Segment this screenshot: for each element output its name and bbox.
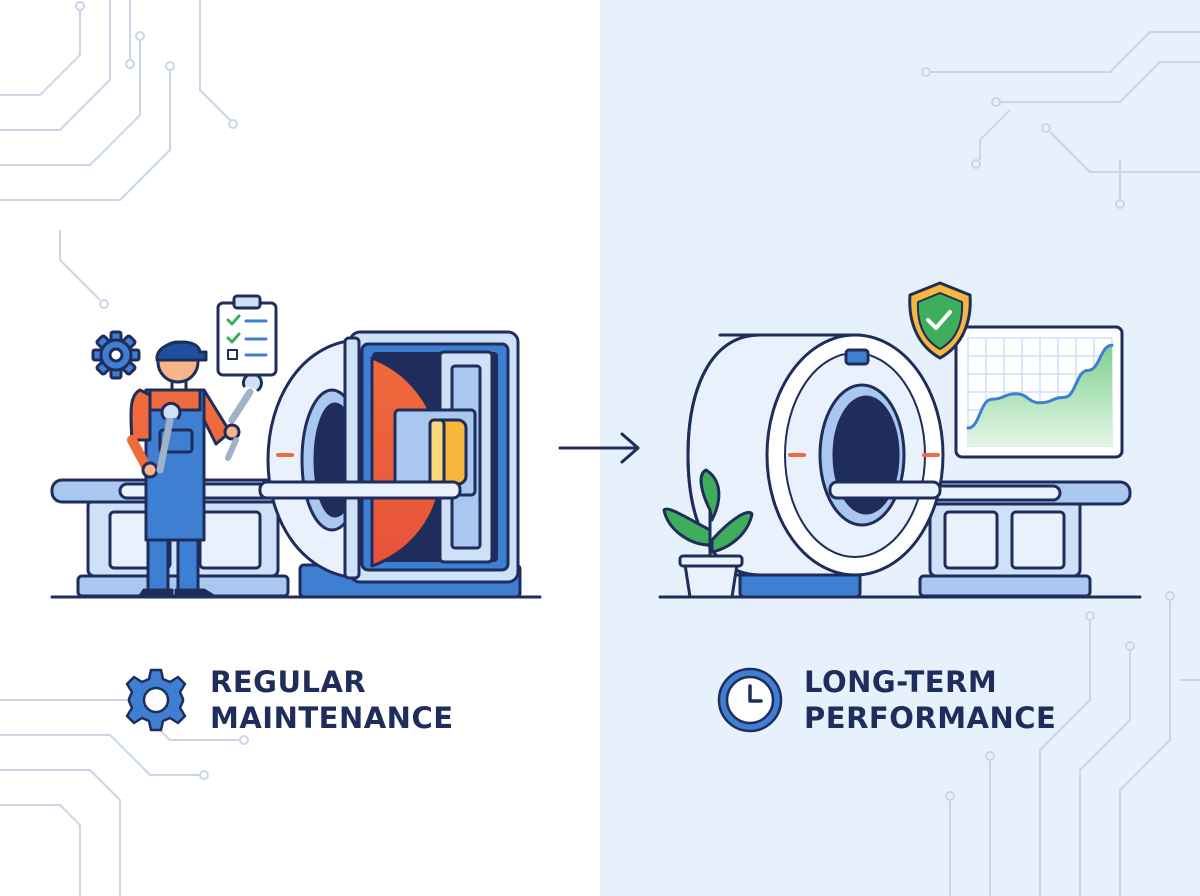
circuit-decoration-right bbox=[921, 31, 1200, 896]
chart-area-fill bbox=[968, 345, 1112, 446]
chart-series-line bbox=[966, 343, 1114, 430]
shield-check-icon bbox=[908, 281, 972, 360]
caption-line-maintenance: MAINTENANCE bbox=[210, 701, 454, 735]
clock-icon bbox=[717, 667, 783, 733]
gear-icon bbox=[125, 668, 187, 732]
gear-icon-small bbox=[91, 330, 141, 380]
caption-long-term-performance: LONG-TERM PERFORMANCE bbox=[716, 664, 1056, 736]
performance-chart bbox=[954, 325, 1124, 459]
mri-machine-open bbox=[258, 330, 522, 599]
clipboard-checklist-icon bbox=[216, 294, 278, 377]
caption-line-long-term: LONG-TERM bbox=[804, 665, 998, 699]
mri-machine-closed bbox=[686, 333, 945, 599]
technician bbox=[127, 340, 263, 598]
caption-line-regular: REGULAR bbox=[210, 665, 367, 699]
caption-line-performance: PERFORMANCE bbox=[804, 701, 1057, 735]
arrow-right-icon bbox=[558, 432, 640, 464]
potted-plant bbox=[662, 468, 754, 599]
caption-regular-maintenance: REGULAR MAINTENANCE bbox=[122, 664, 454, 736]
